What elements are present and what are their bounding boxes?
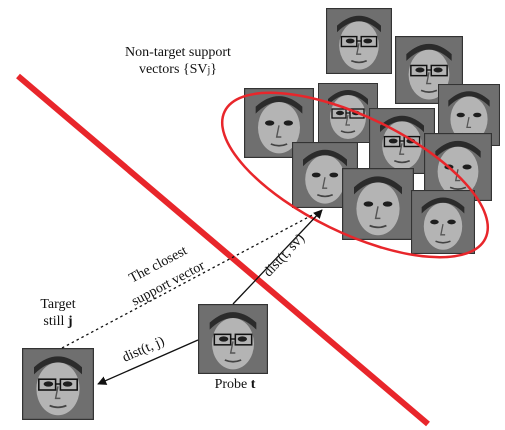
target-face-thumbnail xyxy=(22,348,94,420)
nontarget-caption-line2: vectors {SVj} xyxy=(98,61,258,79)
target-caption-line2: still j xyxy=(28,313,88,330)
nontarget-caption-line1: Non-target support xyxy=(125,45,231,60)
nontarget-caption-subscript: j xyxy=(207,65,211,76)
probe-caption-prefix: Probe xyxy=(214,377,251,392)
target-caption-still: still xyxy=(43,314,68,329)
probe-caption: Probe t xyxy=(195,376,275,393)
target-caption-j: j xyxy=(67,314,73,329)
target-caption: Target still j xyxy=(28,296,88,330)
probe-to-target-arrow xyxy=(97,339,199,385)
face-thumbnail xyxy=(410,190,476,254)
nontarget-caption-suffix: } xyxy=(210,62,218,77)
face-thumbnail xyxy=(326,8,392,74)
dist-j-label: dist(t, j) xyxy=(120,334,167,366)
probe-to-sv-arrow xyxy=(232,209,323,305)
nontarget-support-vectors-caption: Non-target support vectors {SVj} xyxy=(98,44,258,79)
nontarget-caption-prefix: vectors {SV xyxy=(138,62,208,77)
closest-support-vector-dotted-line xyxy=(61,211,319,349)
nontarget-face-cluster xyxy=(244,8,500,254)
decision-boundary-line xyxy=(16,73,430,427)
probe-caption-t: t xyxy=(250,377,256,392)
support-vector-ellipse xyxy=(220,91,490,259)
probe-face-thumbnail xyxy=(198,304,268,374)
face-thumbnail xyxy=(341,168,415,240)
target-caption-line1: Target xyxy=(40,297,76,312)
